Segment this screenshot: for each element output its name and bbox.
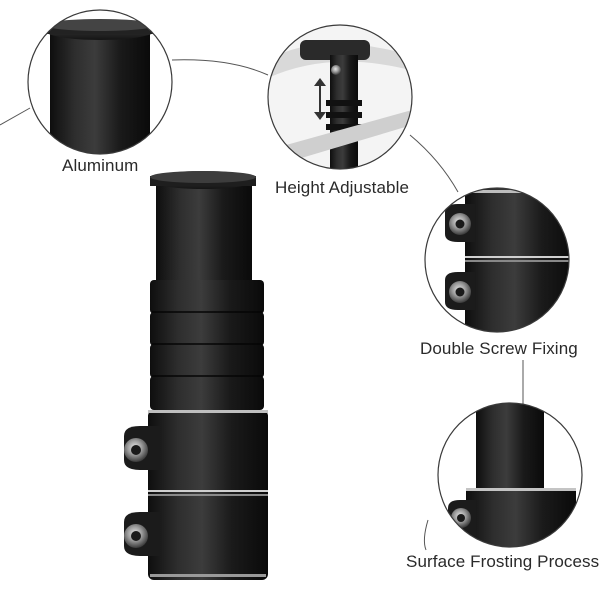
detail-circle-double-screw — [424, 187, 570, 333]
spacer-rings — [150, 280, 264, 410]
feature-label-height-adjustable: Height Adjustable — [275, 178, 410, 197]
stem-extender-main — [124, 171, 268, 580]
feature-label-aluminum: Aluminum — [62, 156, 139, 175]
feature-label-double-screw-fixing: Double Screw Fixing — [420, 339, 578, 358]
connector-lines — [0, 59, 524, 551]
detail-circle-aluminum — [27, 9, 173, 155]
detail-circle-height-adjustable — [267, 24, 413, 170]
detail-circle-surface-frosting — [437, 402, 583, 548]
feature-label-surface-frosting: Surface Frosting Process — [406, 552, 600, 571]
